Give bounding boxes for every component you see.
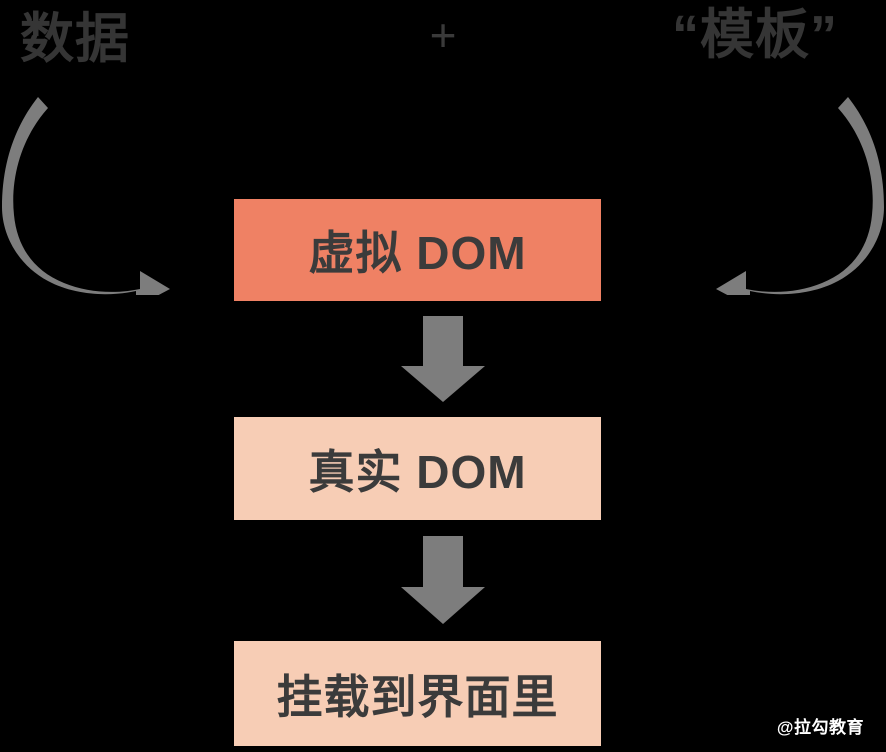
curved-arrow-left-icon [2,97,170,295]
plus-operator-icon: + [429,9,457,61]
source-label-data: 数据 [20,9,130,69]
flow-step-virtual-dom-label: 虚拟 DOM [308,227,527,279]
flow-step-mount-to-ui: 挂载到界面里 [234,641,601,746]
curved-arrow-right-icon [716,97,884,295]
down-arrow-1-icon [401,316,485,402]
source-label-template: “模板” [672,5,838,65]
watermark-label: @拉勾教育 [776,718,864,737]
down-arrow-2-icon [401,536,485,624]
flow-step-real-dom-label: 真实 DOM [308,445,527,498]
flow-step-real-dom: 真实 DOM [234,417,601,520]
flow-step-mount-to-ui-label: 挂载到界面里 [276,670,559,723]
flow-step-virtual-dom: 虚拟 DOM [234,199,601,301]
